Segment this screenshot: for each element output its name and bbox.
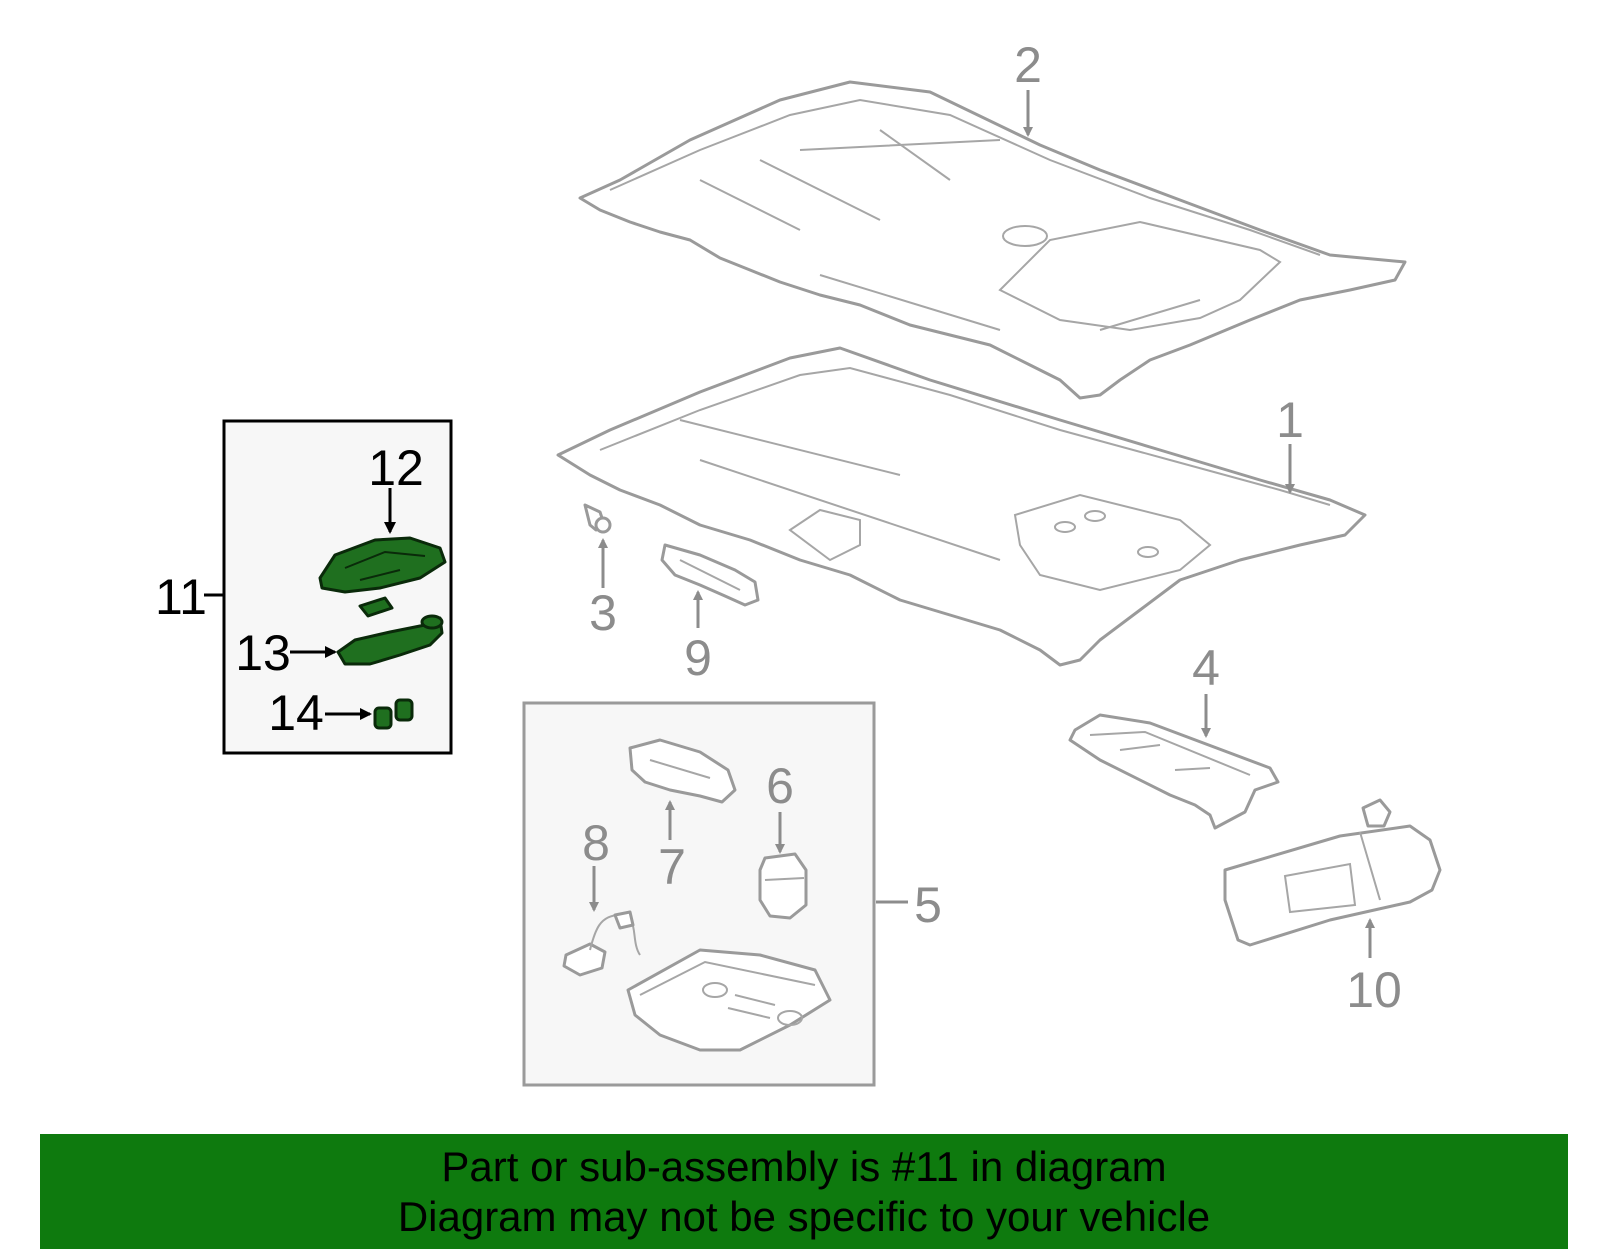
lens-part[interactable] <box>336 614 444 666</box>
callout-1: 1 <box>1276 392 1304 448</box>
callout-2: 2 <box>1014 37 1042 93</box>
headliner-upper-part <box>578 80 1407 400</box>
console-bracket-part <box>1068 713 1280 830</box>
callout-13[interactable]: 13 <box>235 625 291 681</box>
callout-10: 10 <box>1346 962 1402 1018</box>
sun-visor-part <box>1223 798 1442 947</box>
banner-line-2: Diagram may not be specific to your vehi… <box>397 1192 1211 1240</box>
callout-6: 6 <box>766 758 794 814</box>
overhead-console-part <box>626 948 832 1052</box>
lamp-clip-part[interactable] <box>358 596 394 618</box>
callout-8: 8 <box>582 815 610 871</box>
screw-part <box>583 503 612 534</box>
wire-harness-part <box>562 910 641 977</box>
callout-5: 5 <box>914 877 942 933</box>
dome-lamp-base-part[interactable] <box>318 536 447 594</box>
headliner-lower-part <box>556 346 1367 667</box>
callout-labels: 2 1 3 9 4 6 7 8 5 10 11 12 13 14 <box>155 37 1402 1018</box>
grab-handle-part <box>660 543 760 607</box>
callout-4: 4 <box>1192 640 1220 696</box>
callout-11[interactable]: 11 <box>155 569 207 625</box>
callout-12[interactable]: 12 <box>368 440 424 496</box>
bulb-socket-part <box>758 852 808 920</box>
callout-3: 3 <box>589 585 617 641</box>
leader-lines <box>204 90 1375 958</box>
info-banner: Part or sub-assembly is #11 in diagram D… <box>40 1134 1568 1249</box>
lamp-housing-part <box>628 738 737 804</box>
callout-14[interactable]: 14 <box>268 685 324 741</box>
callout-9: 9 <box>684 630 712 686</box>
callout-7: 7 <box>658 839 686 895</box>
bulbs-part[interactable] <box>373 698 414 730</box>
banner-line-1: Part or sub-assembly is #11 in diagram <box>441 1142 1167 1190</box>
